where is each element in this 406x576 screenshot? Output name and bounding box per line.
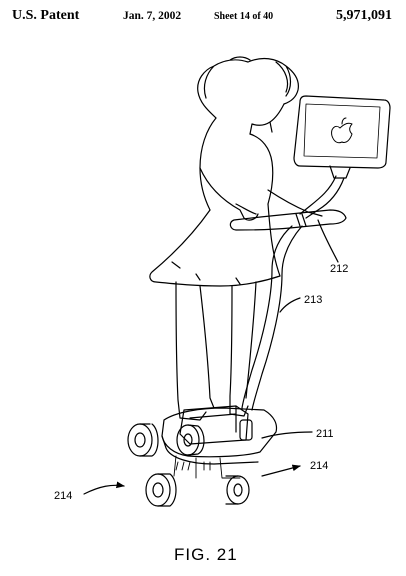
rider-legs <box>175 281 257 421</box>
laptop-screen <box>293 95 391 179</box>
label-212: 212 <box>330 263 348 275</box>
steering-column <box>241 225 303 411</box>
wheel-rear-right <box>225 475 250 505</box>
sheet-number: Sheet 14 of 40 <box>214 11 274 22</box>
wheel-rear-left <box>145 473 177 507</box>
wheel-front-left <box>127 423 159 457</box>
label-214-left: 214 <box>54 490 72 502</box>
rider-figure <box>149 56 323 421</box>
apple-logo-icon <box>331 117 353 144</box>
rider-skirt <box>149 203 281 287</box>
scooter-platform <box>161 405 278 465</box>
leader-214-left <box>83 481 125 495</box>
rider-hair <box>197 56 299 119</box>
rider-torso <box>199 117 274 211</box>
figure-caption: FIG. 21 <box>174 545 238 564</box>
patent-office-label: U.S. Patent <box>12 8 80 23</box>
label-211: 211 <box>316 428 334 440</box>
leader-211 <box>261 431 313 439</box>
handlebar <box>229 209 347 231</box>
leader-213 <box>279 297 301 313</box>
leader-214-right <box>261 464 301 477</box>
laptop-support <box>299 175 345 219</box>
label-214-right: 214 <box>310 460 328 472</box>
wheel-front-right <box>176 424 205 456</box>
rider-face <box>249 103 285 135</box>
leader-212 <box>317 219 339 263</box>
patent-number: 5,971,091 <box>336 8 392 23</box>
patent-header: U.S. Patent Jan. 7, 2002 Sheet 14 of 40 … <box>0 8 406 28</box>
wheel-frame <box>173 455 241 479</box>
patent-date: Jan. 7, 2002 <box>123 10 182 22</box>
label-213: 213 <box>304 294 322 306</box>
